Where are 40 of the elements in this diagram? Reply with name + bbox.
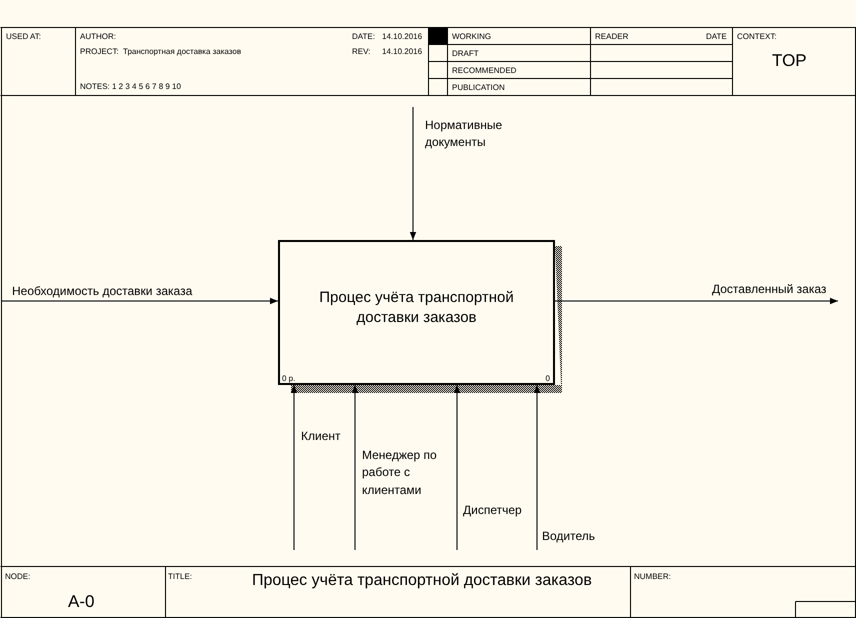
- field-label: DATE:: [352, 32, 375, 42]
- arrow: [410, 106, 416, 240]
- field-label: PROJECT:: [80, 47, 119, 56]
- field-label: AUTHOR:: [80, 32, 116, 42]
- arrow: [352, 384, 358, 550]
- arrow-label: Клиент: [295, 430, 340, 444]
- arrow-label: Необходимость доставки заказа: [12, 285, 192, 299]
- field-label: REV:: [352, 47, 370, 56]
- field-label: TITLE:: [168, 572, 192, 582]
- arrow-label: Доставленный заказ: [712, 283, 826, 297]
- field-label: NUMBER:: [634, 572, 671, 582]
- field-value: 14.10.2016: [382, 47, 422, 56]
- status-label: PUBLICATION: [452, 83, 505, 92]
- arrow: [0, 298, 278, 304]
- arrow-label: Водитель: [538, 530, 596, 544]
- box-number: 0: [546, 374, 550, 383]
- field-label: CONTEXT:: [737, 32, 777, 42]
- activity-box: [278, 240, 555, 385]
- status-label: DRAFT: [452, 49, 479, 58]
- arrow-label: Менеджер по работе с клиентами: [356, 447, 452, 500]
- field-value: Транспортная доставка заказов: [123, 47, 242, 56]
- field-label: READER: [595, 32, 628, 42]
- arrow-label: Диспетчер: [458, 504, 522, 518]
- box-cost: 0 р.: [282, 374, 296, 383]
- diagram-title: Процес учёта транспортной доставки заказов: [252, 572, 592, 590]
- field-label: DATE: [706, 32, 727, 42]
- arrow: [534, 384, 540, 550]
- node-number: A-0: [68, 592, 94, 612]
- arrow-label: Нормативные документы: [414, 117, 525, 152]
- field-label: NODE:: [5, 572, 30, 582]
- activity-name: Процес учёта транспортной доставки заказов: [318, 288, 515, 327]
- status-label: RECOMMENDED: [452, 66, 516, 76]
- context-value: TOP: [772, 51, 807, 71]
- arrow: [554, 298, 838, 304]
- status-label: WORKING: [452, 32, 492, 42]
- arrow: [454, 384, 460, 550]
- arrow: [290, 384, 298, 550]
- field-label: USED AT:: [6, 32, 41, 42]
- field-value: 14.10.2016: [382, 32, 422, 42]
- field-label: NOTES: 1 2 3 4 5 6 7 8 9 10: [80, 82, 181, 92]
